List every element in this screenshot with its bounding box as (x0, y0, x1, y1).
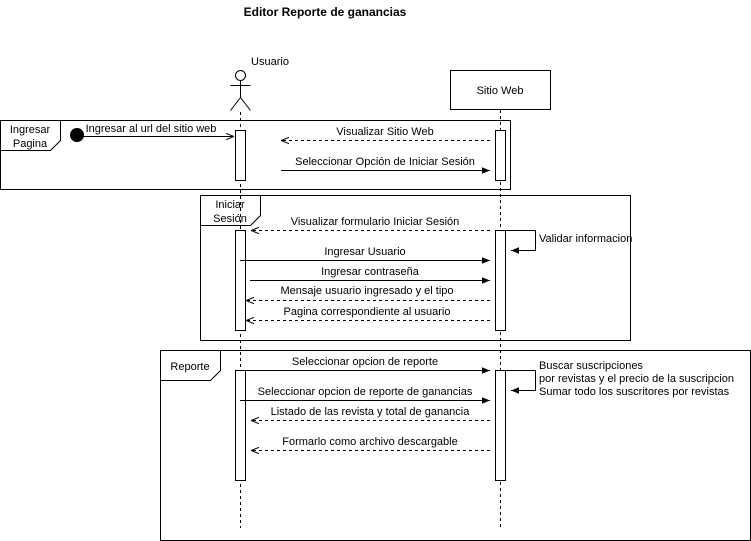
activation-usuario-3 (235, 370, 246, 481)
message-validar: Validar informacion (539, 233, 632, 245)
activation-sitio-web-3 (495, 370, 506, 481)
fragment-frame (200, 195, 631, 341)
diagram-title: Editor Reporte de ganancias (244, 5, 407, 19)
message-mensaje-usuario: Mensaje usuario ingresado y el tipo (280, 285, 453, 297)
initial-node-icon (70, 128, 84, 142)
message-ingresar-url: Ingresar al url del sitio web (86, 123, 217, 135)
fragment-label: Reporte (170, 361, 209, 373)
fragment-label-line2: Sesión (213, 213, 247, 225)
actor-usuario: Usuario (230, 56, 289, 111)
fragment-frame (0, 120, 511, 190)
fragment-tab (0, 120, 61, 151)
message-buscar-line3: Sumar todo los suscritores por revistas (539, 386, 730, 398)
message-ingresar-contrasena: Ingresar contraseña (321, 266, 420, 278)
fragment-label-line1: Iniciar (215, 199, 245, 211)
actor-left-leg (230, 97, 241, 111)
message-listado: Listado de las revista y total de gananc… (271, 406, 471, 418)
activation-sitio-web-2 (495, 230, 506, 331)
fragment-iniciar-sesion: Iniciar Sesión (200, 195, 631, 341)
participant-label: Sitio Web (477, 85, 524, 97)
message-seleccionar-iniciar: Seleccionar Opción de Iniciar Sesión (295, 156, 475, 168)
activation-usuario-2 (235, 230, 246, 331)
message-seleccionar-reporte: Seleccionar opcion de reporte (292, 356, 438, 368)
self-message-arrow (505, 370, 536, 394)
participant-box (450, 70, 551, 110)
message-seleccionar-ganancias: Seleccionar opcion de reporte de gananci… (258, 386, 473, 398)
participant-sitio-web: Sitio Web (450, 70, 551, 110)
activation-sitio-web-1 (495, 130, 506, 181)
message-buscar-line2: por revistas y el precio de la suscripci… (539, 373, 734, 385)
fragment-ingresar-pagina: Ingresar Pagina (0, 120, 511, 190)
message-buscar-line1: Buscar suscripciones (539, 360, 643, 372)
message-visualizar-form: Visualizar formulario Iniciar Sesión (291, 216, 460, 228)
message-ingresar-usuario: Ingresar Usuario (324, 246, 405, 258)
message-visualizar-sitio: Visualizar Sitio Web (336, 126, 433, 138)
fragment-tab (160, 350, 221, 381)
fragment-label-line2: Pagina (13, 138, 48, 150)
message-formarlo: Formarlo como archivo descargable (282, 436, 457, 448)
actor-label: Usuario (251, 56, 289, 68)
message-pagina-correspondiente: Pagina correspondiente al usuario (284, 306, 451, 318)
fragment-label-line1: Ingresar (10, 124, 51, 136)
self-message-arrow (505, 230, 536, 254)
actor-right-leg (240, 97, 251, 111)
activation-usuario-1 (235, 130, 246, 181)
actor-head-icon (235, 70, 246, 81)
fragment-tab (200, 195, 261, 226)
